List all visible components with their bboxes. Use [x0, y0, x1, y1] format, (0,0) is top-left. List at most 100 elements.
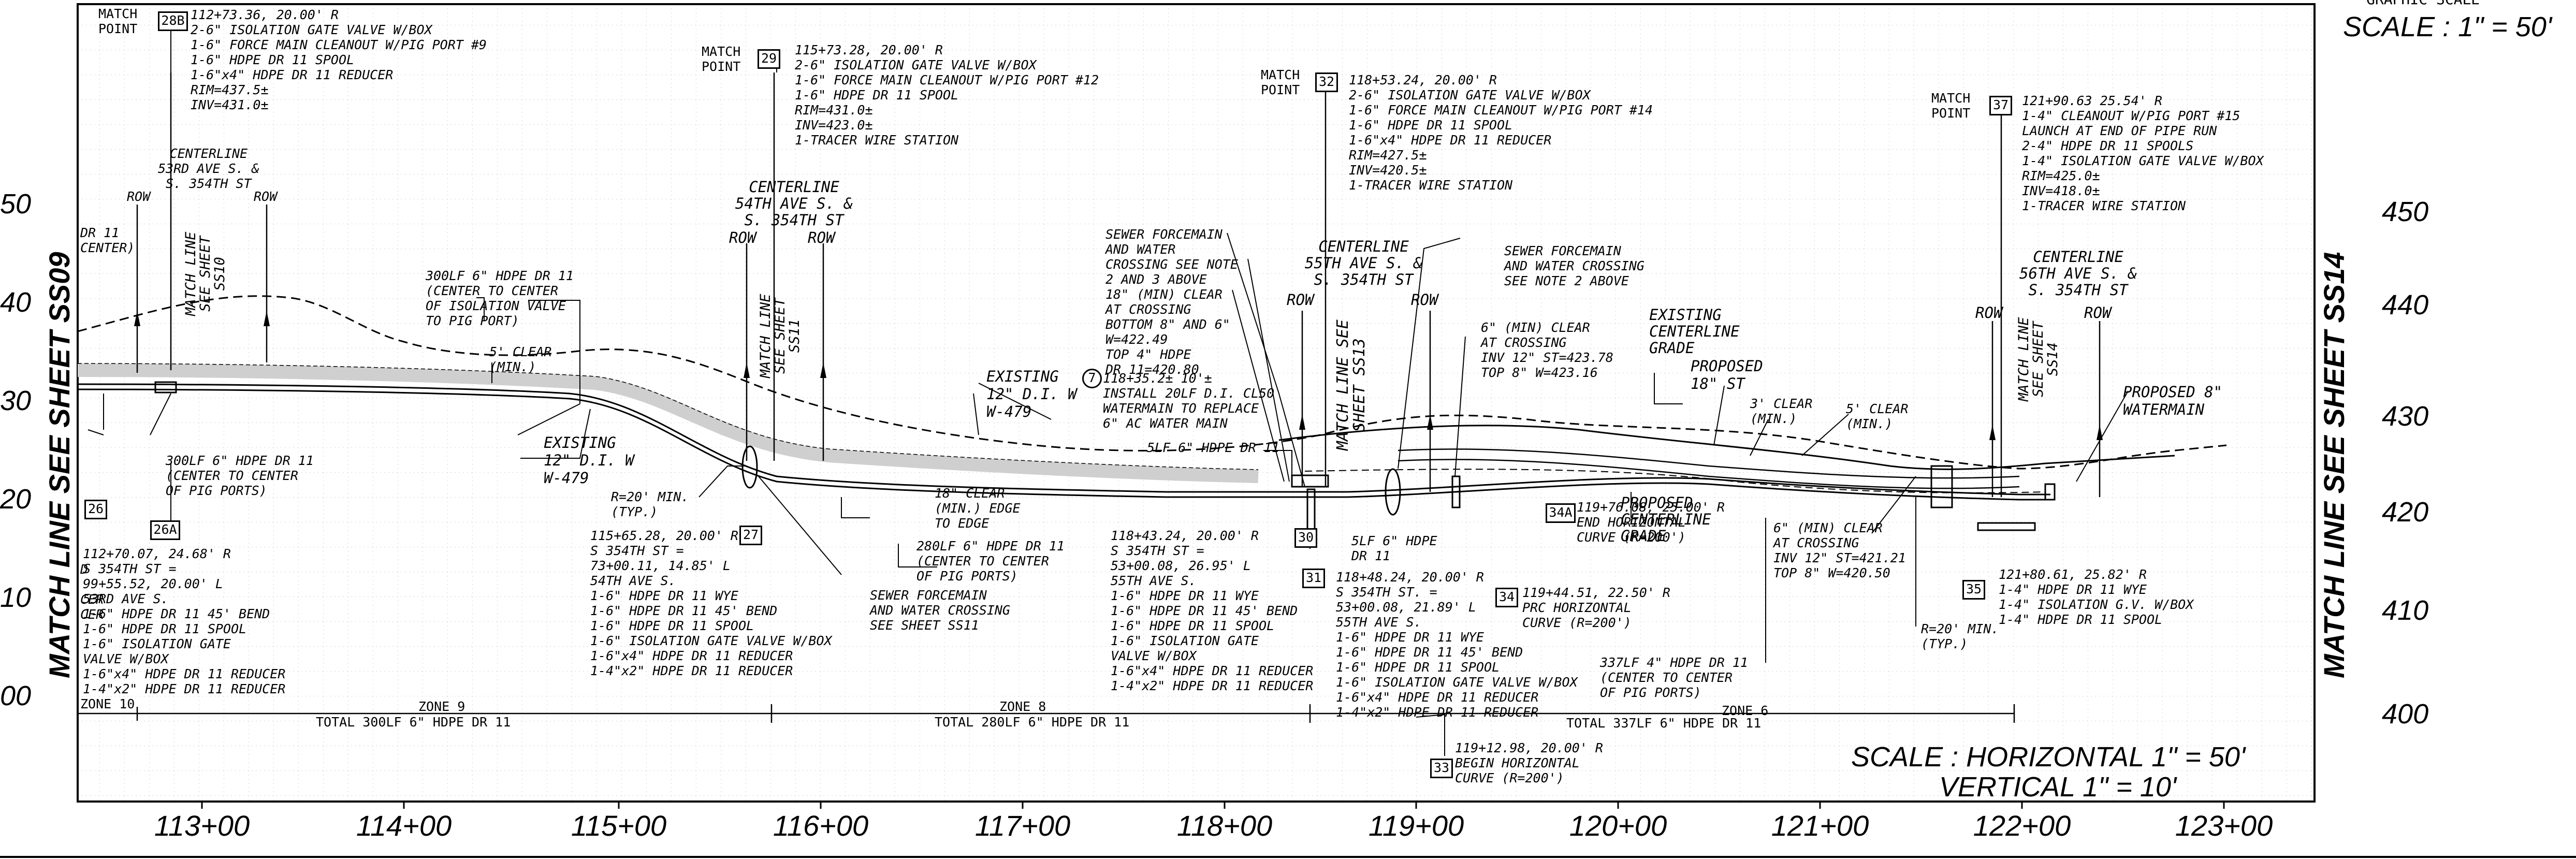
match-line-right: MATCH LINE SEE SHEET SS14	[2318, 252, 2350, 678]
match-line-ss13: MATCH LINE SEE SHEET SS13	[1334, 319, 1369, 450]
row-label: ROW	[254, 189, 278, 204]
callout-37: 37	[1989, 96, 2012, 115]
station-label: 118+00	[1176, 809, 1273, 842]
centerline-55th: CENTERLINE 55TH AVE S. & S. 354TH ST	[1305, 238, 1422, 288]
zone-9-label: ZONE 9	[418, 699, 465, 714]
note-r20-a: R=20' MIN. (TYP.)	[611, 489, 689, 519]
elev-right-440: 440	[2382, 289, 2429, 321]
elev-left-40: 40	[0, 287, 32, 318]
callout-7: 7	[1082, 369, 1102, 388]
note-existing-grade: EXISTING CENTERLINE GRADE	[1649, 306, 1740, 357]
match-point-label: MATCH POINT	[1931, 91, 1971, 121]
scale-vertical: VERTICAL 1" = 10'	[1939, 771, 2177, 803]
elev-right-400: 400	[2382, 698, 2429, 730]
leader-lines	[88, 31, 2129, 756]
centerline-56th: CENTERLINE 56TH AVE S. & S. 354TH ST	[2019, 248, 2137, 299]
row-label: ROW	[729, 229, 756, 246]
callout-35: 35	[1962, 580, 1985, 600]
station-label: 113+00	[154, 809, 250, 842]
elev-left-00: 00	[0, 680, 32, 711]
existing-water-main-top	[77, 363, 1259, 470]
elev-left-10: 10	[0, 582, 32, 613]
note-r20-b: R=20' MIN. (TYP.)	[1921, 621, 1999, 651]
existing-grade-line	[77, 295, 2227, 470]
note-sewer-forcemain-ss11: SEWER FORCEMAIN AND WATER CROSSING SEE S…	[870, 588, 1010, 633]
zone-8-total: TOTAL 280LF 6" HDPE DR 11	[935, 715, 1130, 730]
note-5lf-2: 5LF 6" HDPE DR 11	[1351, 533, 1437, 563]
zone-10-label: ZONE 10	[80, 696, 135, 711]
graphic-scale-fragment: GRAPHIC SCALE	[2366, 0, 2480, 7]
note-337lf: 337LF 4" HDPE DR 11 (CENTER TO CENTER OF…	[1600, 655, 1748, 700]
match-point-label: MATCH POINT	[1261, 67, 1300, 97]
elev-left-30: 30	[0, 385, 32, 416]
elev-right-420: 420	[2382, 497, 2429, 528]
note-35: 121+80.61, 25.82' R 1-4" HDPE DR 11 WYE …	[1999, 567, 2194, 627]
elev-right-430: 430	[2382, 401, 2429, 432]
elev-right-410: 410	[2382, 595, 2429, 626]
force-main-bottom	[77, 388, 2050, 501]
note-26a: 112+70.07, 24.68' R S 354TH ST = 99+55.5…	[83, 546, 286, 696]
elev-left-20: 20	[0, 484, 32, 515]
profile-grid	[78, 4, 2315, 802]
match-line-left: MATCH LINE SEE SHEET SS09	[43, 252, 76, 678]
top-scale: SCALE : 1" = 50'	[2343, 11, 2552, 42]
note-29: 115+73.28, 20.00' R 2-6" ISOLATION GATE …	[795, 42, 1099, 148]
elev-right-450: 450	[2382, 196, 2429, 227]
note-280lf: 280LF 6" HDPE DR 11 (CENTER TO CENTER OF…	[916, 538, 1065, 584]
centerline-53rd: CENTERLINE 53RD AVE S. & S. 354TH ST	[158, 146, 259, 191]
callout-29: 29	[758, 49, 780, 69]
zone-dimension-lines	[78, 704, 2015, 723]
row-label: ROW	[1411, 291, 1438, 309]
callout-33: 33	[1430, 759, 1453, 778]
match-line-ss10: MATCH LINE SEE SHEET SS10	[183, 231, 228, 316]
station-label: 119+00	[1368, 809, 1464, 842]
note-300lf-pig: 300LF 6" HDPE DR 11 (CENTER TO CENTER OF…	[166, 453, 314, 498]
station-label: 123+00	[2175, 809, 2273, 842]
note-33: 119+12.98, 20.00' R BEGIN HORIZONTAL CUR…	[1455, 740, 1603, 785]
row-lines	[136, 72, 2101, 497]
profile-frame	[77, 3, 2316, 803]
note-18-clear: 18" CLEAR (MIN.) EDGE TO EDGE	[935, 486, 1021, 531]
note-5-clear-a: 5' CLEAR (MIN.)	[489, 344, 552, 374]
note-6-clear-a: 6" (MIN) CLEAR AT CROSSING INV 12" ST=42…	[1481, 320, 1613, 380]
station-label: 114+00	[356, 809, 452, 842]
zone-6-total: TOTAL 337LF 6" HDPE DR 11	[1566, 716, 1762, 731]
row-arrows	[134, 311, 2103, 440]
note-proposed-18: PROPOSED 18" ST	[1691, 357, 1763, 392]
match-line-ss11: MATCH LINE SEE SHEET SS11	[758, 294, 803, 378]
note-sewer-forcemain-left: SEWER FORCEMAIN AND WATER CROSSING SEE N…	[1105, 227, 1238, 377]
note-existing-12a: EXISTING 12" D.I. W W-479	[544, 434, 634, 487]
zone-8-label: ZONE 8	[999, 699, 1046, 714]
callout-34: 34	[1495, 588, 1518, 607]
note-5lf: 5LF 6" HDPE DR 11	[1147, 440, 1279, 455]
dr11-fragment: DR 11 CENTER)	[80, 225, 135, 255]
note-37: 121+90.63 25.54' R 1-4" CLEANOUT W/PIG P…	[2022, 93, 2264, 213]
note-34: 119+44.51, 22.50' R PRC HORIZONTAL CURVE…	[1522, 585, 1670, 630]
note-34a: 119+76.08, 25.00' R END HORIZONTAL CURVE…	[1577, 500, 1725, 545]
note-existing-12b: EXISTING 12" D.I. W W-479	[986, 368, 1077, 420]
left-cut-fragment: D CER CER	[80, 562, 104, 622]
station-label: 117+00	[974, 809, 1071, 842]
note-sewer-forcemain-right: SEWER FORCEMAIN AND WATER CROSSING SEE N…	[1504, 243, 1644, 288]
callout-34a: 34A	[1546, 503, 1576, 523]
note-28b: 112+73.36, 20.00' R 2-6" ISOLATION GATE …	[191, 7, 487, 112]
existing-water-main-band	[77, 363, 1259, 483]
zone-9-total: TOTAL 300LF 6" HDPE DR 11	[316, 715, 511, 730]
callout-26: 26	[84, 500, 107, 519]
proposed-storm-line	[1398, 448, 2020, 479]
row-label: ROW	[2084, 304, 2112, 322]
proposed-water-main	[1304, 469, 2046, 493]
centerline-54th: CENTERLINE 54TH AVE S. & S. 354TH ST	[735, 178, 853, 229]
note-30: 118+43.24, 20.00' R S 354TH ST = 53+00.0…	[1111, 528, 1314, 693]
elev-left-50: 50	[0, 188, 32, 220]
station-label: 122+00	[1973, 809, 2071, 842]
callout-31: 31	[1302, 569, 1325, 588]
station-label: 115+00	[571, 809, 667, 842]
note-proposed-watermain: PROPOSED 8" WATERMAIN	[2123, 383, 2223, 418]
zone-6-label: ZONE 6	[1722, 703, 1769, 718]
match-point-label: MATCH POINT	[702, 44, 741, 74]
row-label: ROW	[1975, 304, 2003, 322]
note-32: 118+53.24, 20.00' R 2-6" ISOLATION GATE …	[1349, 72, 1653, 193]
